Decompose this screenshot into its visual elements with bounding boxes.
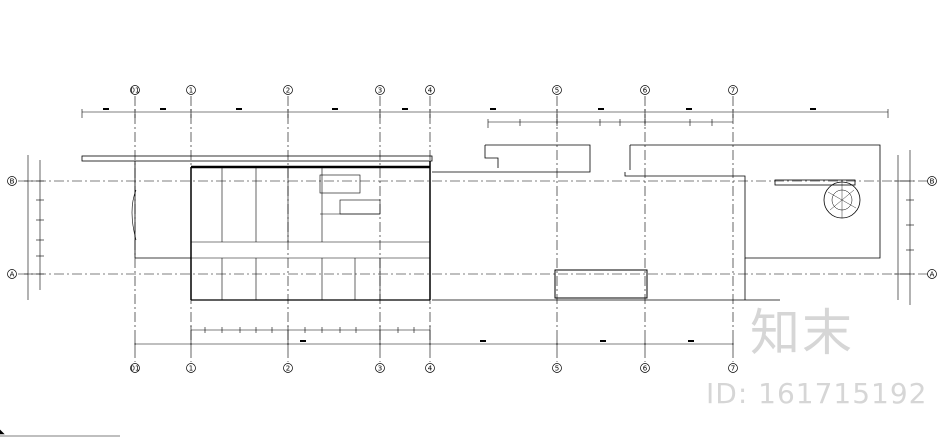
dimension-lines-side xyxy=(24,150,914,305)
axis-bubble: A xyxy=(7,269,17,279)
svg-text:2: 2 xyxy=(286,87,290,95)
axis-bubble: 1 xyxy=(186,363,196,373)
dimension-lines-bottom xyxy=(134,326,734,348)
axis-bubble: 1 xyxy=(186,85,196,95)
svg-text:7: 7 xyxy=(731,87,735,95)
axis-bubble: 4 xyxy=(425,363,435,373)
watermark-id: ID: 161715192 xyxy=(706,377,928,410)
axis-markers-top: 01 1 2 3 4 5 6 7 xyxy=(130,85,738,95)
axis-bubble: 2 xyxy=(283,363,293,373)
axis-markers-side: B A B A xyxy=(7,176,937,279)
svg-text:A: A xyxy=(10,271,15,279)
axis-bubble: 7 xyxy=(728,363,738,373)
watermark-logo: 知末 xyxy=(750,304,854,362)
svg-text:01: 01 xyxy=(131,87,140,95)
svg-text:5: 5 xyxy=(555,87,559,95)
svg-text:3: 3 xyxy=(378,365,382,373)
svg-text:6: 6 xyxy=(643,365,648,373)
svg-text:7: 7 xyxy=(731,365,735,373)
axis-bubble: 6 xyxy=(640,363,650,373)
svg-text:4: 4 xyxy=(428,87,433,95)
svg-text:B: B xyxy=(930,178,935,186)
axis-markers-bottom: 01 1 2 3 4 5 6 7 xyxy=(130,363,738,373)
axis-bubble: 3 xyxy=(375,85,385,95)
svg-text:01: 01 xyxy=(131,365,140,373)
svg-text:6: 6 xyxy=(643,87,648,95)
svg-text:B: B xyxy=(10,178,15,186)
svg-text:A: A xyxy=(930,271,935,279)
svg-text:2: 2 xyxy=(286,365,290,373)
svg-text:1: 1 xyxy=(189,365,193,373)
axis-bubble: A xyxy=(927,269,937,279)
svg-text:1: 1 xyxy=(189,87,193,95)
axis-bubble: 01 xyxy=(130,85,140,95)
axis-bubble: 3 xyxy=(375,363,385,373)
axis-bubble: 4 xyxy=(425,85,435,95)
svg-text:4: 4 xyxy=(428,365,433,373)
axis-bubble: 6 xyxy=(640,85,650,95)
svg-text:5: 5 xyxy=(555,365,559,373)
axis-bubble: 7 xyxy=(728,85,738,95)
axis-bubble: 01 xyxy=(130,363,140,373)
axis-bubble: 5 xyxy=(552,85,562,95)
dimension-lines-top xyxy=(81,109,889,128)
building-walls xyxy=(81,144,881,301)
axis-bubble: 2 xyxy=(283,85,293,95)
axis-bubble: B xyxy=(927,176,937,186)
axis-bubble: 5 xyxy=(552,363,562,373)
dimension-annotations xyxy=(103,108,816,342)
svg-text:3: 3 xyxy=(378,87,382,95)
scale-marker xyxy=(0,429,120,437)
axis-bubble: B xyxy=(7,176,17,186)
